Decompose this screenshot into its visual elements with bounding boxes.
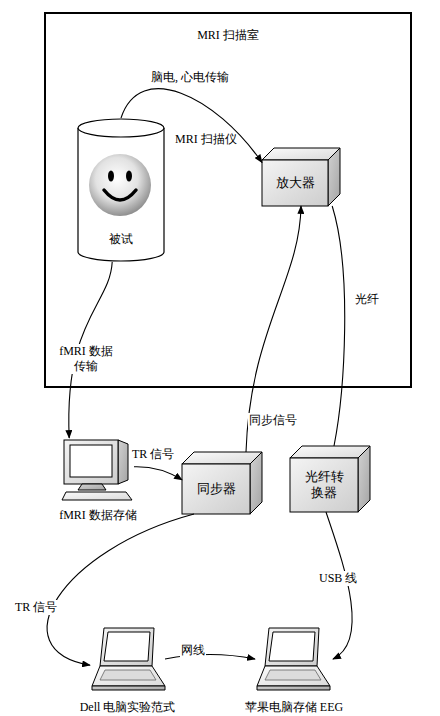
- device-label: MRI 扫描仪: [175, 132, 237, 147]
- box-front-face: [262, 160, 328, 206]
- edge-label: TR 信号: [14, 600, 58, 615]
- room-frame: MRI 扫描室MRI 扫描仪被试放大器: [44, 12, 412, 388]
- laptop-lid: [100, 628, 154, 666]
- edge-label: fMRI 数据 传输: [54, 344, 118, 374]
- edge-label: 脑电, 心电传输: [150, 70, 230, 85]
- box-label: 同步器: [197, 481, 236, 497]
- connector: [134, 467, 182, 480]
- laptop-computer: [255, 628, 333, 690]
- edge-label: TR 信号: [131, 447, 175, 462]
- device-node: fMRI 数据存储: [62, 438, 134, 502]
- computer-label: 苹果电脑存储 EEG: [245, 700, 343, 715]
- laptop-computer: [90, 628, 165, 690]
- label-frame: 光纤转 换器: [290, 458, 358, 512]
- cylinder-top: [78, 119, 164, 137]
- computer-label: Dell 电脑实验范式: [80, 700, 176, 715]
- box-side-face: [358, 446, 370, 512]
- box-front-face: [182, 464, 250, 514]
- box-label: 光纤转 换器: [302, 469, 346, 501]
- laptop-lid: [265, 628, 319, 666]
- box-top-face: [290, 446, 370, 458]
- laptop-screen: [269, 632, 315, 661]
- laptop-edge: [92, 686, 165, 690]
- laptop-edge: [257, 686, 330, 690]
- box-side-face: [328, 148, 340, 206]
- edge-label: 同步信号: [248, 413, 298, 428]
- box-top-face: [182, 452, 262, 464]
- laptop-base: [92, 666, 165, 686]
- edge-label: 光纤: [354, 292, 380, 307]
- connector: [165, 655, 255, 660]
- smiley-face: [89, 154, 151, 216]
- label-frame: 同步器: [182, 464, 250, 514]
- monitor-stand: [78, 484, 106, 490]
- connector: [47, 514, 194, 665]
- label-frame: 放大器: [262, 160, 328, 206]
- box-front-face: [290, 458, 358, 512]
- monitor-side: [118, 440, 128, 484]
- smiley-eye: [126, 171, 132, 182]
- laptop-keys: [100, 670, 156, 680]
- keyboard: [62, 492, 132, 500]
- edge-label: 网线: [180, 643, 206, 658]
- laptop-base: [257, 666, 330, 686]
- box-side-face: [250, 452, 262, 514]
- room-title: MRI 扫描室: [44, 28, 412, 43]
- edge-label: USB 线: [318, 571, 358, 586]
- monitor-front: [64, 440, 118, 484]
- laptop-screen: [104, 632, 150, 661]
- box-top-face: [262, 148, 340, 160]
- device-box: 同步器: [182, 452, 262, 514]
- device-node: 苹果电脑存储 EEG: [255, 628, 333, 690]
- cylinder-body: [78, 128, 164, 261]
- smiley-eye: [108, 171, 114, 182]
- connector: [332, 206, 345, 446]
- connector: [246, 206, 301, 452]
- smiley-mouth: [104, 190, 136, 200]
- box-label: 放大器: [276, 175, 315, 191]
- laptop-keys: [265, 670, 321, 680]
- device-box: 放大器: [262, 148, 340, 206]
- computer-label: fMRI 数据存储: [59, 508, 137, 523]
- desktop-computer: [62, 438, 134, 502]
- subject-label: 被试: [77, 232, 165, 247]
- device-node: Dell 电脑实验范式: [90, 628, 165, 690]
- device-box: 光纤转 换器: [290, 446, 370, 512]
- device-node: MRI 扫描仪被试: [77, 118, 165, 262]
- monitor-screen: [70, 445, 112, 477]
